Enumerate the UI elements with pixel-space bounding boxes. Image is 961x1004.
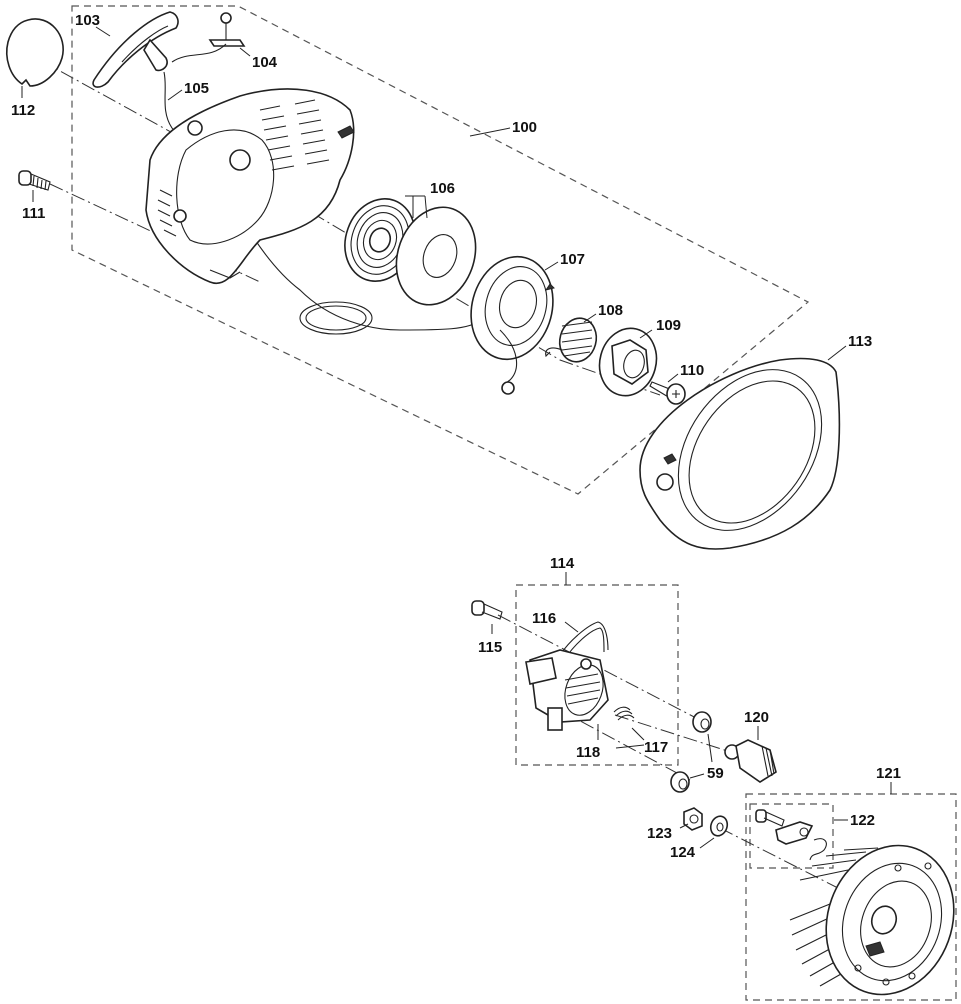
part-107-rope-rotor[interactable] (460, 247, 564, 395)
group-114-outline (515, 584, 679, 766)
part-122-pawl-kit[interactable] (755, 809, 827, 861)
part-label-110[interactable]: 110 (680, 362, 704, 379)
leader-110 (667, 373, 679, 383)
part-104-grip-insert[interactable] (208, 12, 246, 47)
part-label-109[interactable]: 109 (656, 317, 681, 334)
leader-108 (583, 313, 597, 323)
part-103-starter-grip[interactable] (92, 11, 179, 88)
leader-59 (689, 733, 713, 779)
part-118-ignition-module[interactable] (525, 649, 610, 731)
part-label-104[interactable]: 104 (252, 54, 278, 71)
leader-124 (699, 837, 715, 849)
axis-line-117 (614, 714, 741, 756)
part-label-105[interactable]: 105 (184, 80, 209, 97)
leader-106 (405, 195, 428, 219)
leader-117 (615, 727, 645, 749)
part-label-123[interactable]: 123 (647, 825, 672, 842)
part-label-59[interactable]: 59 (707, 765, 724, 782)
part-label-107[interactable]: 107 (560, 251, 585, 268)
leader-107 (544, 261, 559, 271)
part-112-cover-disc[interactable] (6, 18, 64, 87)
part-label-120[interactable]: 120 (744, 709, 769, 726)
part-109-pawl-carrier[interactable] (592, 322, 664, 402)
part-110-screw[interactable] (649, 381, 686, 405)
starter-housing[interactable] (145, 88, 355, 285)
group-100-outline (71, 5, 810, 495)
part-121-flywheel[interactable] (789, 827, 961, 1004)
axis-line-115 (497, 614, 701, 721)
leader-105 (167, 89, 183, 101)
part-label-111[interactable]: 111 (22, 205, 45, 222)
part-106-spring-housing[interactable] (383, 196, 489, 316)
part-115-screw[interactable] (471, 600, 503, 620)
part-label-106[interactable]: 106 (430, 180, 455, 197)
part-label-112[interactable]: 112 (11, 102, 35, 119)
housing-vent-slots (157, 99, 330, 237)
leader-109 (639, 329, 653, 339)
flywheel-fins (789, 847, 879, 987)
part-label-124[interactable]: 124 (670, 844, 696, 861)
part-label-122[interactable]: 122 (850, 812, 875, 829)
leader-104 (239, 47, 251, 57)
part-label-114[interactable]: 114 (550, 555, 575, 572)
part-label-118[interactable]: 118 (576, 744, 600, 761)
part-label-117[interactable]: 117 (644, 739, 668, 756)
leader-116 (564, 621, 579, 633)
part-59-spacer-sleeve-upper[interactable] (692, 711, 712, 733)
axis-line-118 (559, 709, 691, 781)
leader-103 (95, 26, 111, 37)
part-116-ignition-lead[interactable] (559, 621, 609, 661)
part-label-121[interactable]: 121 (876, 765, 901, 782)
part-label-115[interactable]: 115 (478, 639, 502, 656)
part-label-103[interactable]: 103 (75, 12, 100, 29)
leader-113 (827, 345, 847, 361)
part-label-100[interactable]: 100 (512, 119, 537, 136)
part-120-spark-plug[interactable] (724, 739, 777, 783)
leader-100 (469, 127, 511, 137)
part-123-nut[interactable] (683, 807, 703, 831)
part-117-spark-plug-spring[interactable] (613, 706, 635, 721)
leader-123 (679, 823, 689, 829)
part-108-spring[interactable] (545, 314, 601, 366)
group-121-outline (745, 793, 957, 1001)
part-124-washer[interactable] (708, 814, 730, 838)
part-label-108[interactable]: 108 (598, 302, 623, 319)
part-label-116[interactable]: 116 (532, 610, 556, 627)
part-113-fan-housing[interactable] (639, 342, 851, 557)
group-122-outline (749, 803, 834, 869)
axis-line-flywheel (719, 827, 951, 946)
part-59-spacer-sleeve-lower[interactable] (670, 771, 690, 793)
part-label-113[interactable]: 113 (848, 333, 872, 350)
part-111-screw[interactable] (18, 170, 51, 191)
